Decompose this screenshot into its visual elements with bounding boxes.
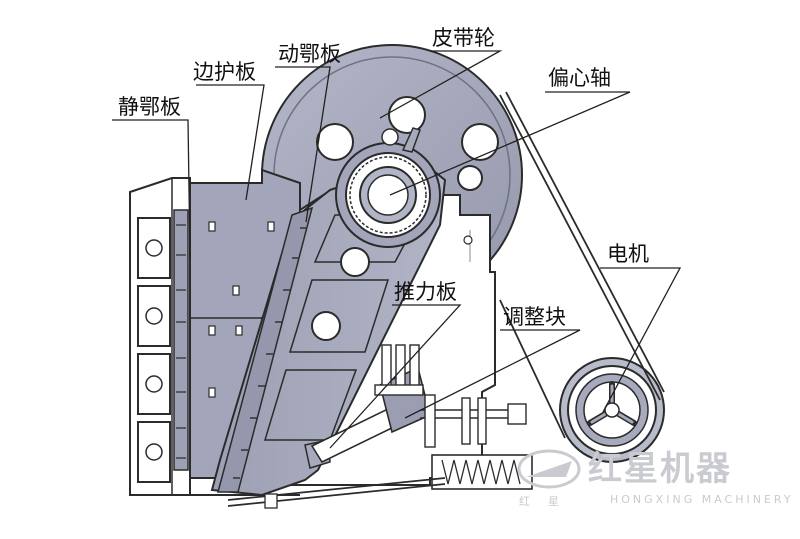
leader-lines — [112, 50, 682, 449]
pulley-hole — [457, 165, 483, 191]
label-static-jaw: 静鄂板 — [118, 95, 181, 119]
label-adjust-block: 调整块 — [503, 305, 566, 329]
label-moving-jaw: 动鄂板 — [278, 42, 341, 66]
pulley-hole — [461, 123, 499, 161]
pulley-hole — [316, 123, 354, 161]
adjustment-assembly — [227, 344, 533, 509]
watermark-brand-en: HONGXING MACHINERY — [610, 493, 794, 506]
watermark-char-2: 星 — [548, 495, 559, 508]
pulley-hole — [388, 96, 426, 134]
eccentric-shaft — [335, 127, 441, 248]
watermark-char-1: 红 — [519, 495, 530, 508]
watermark-logo-mark — [517, 449, 581, 489]
label-toggle-plate: 推力板 — [394, 280, 457, 304]
static-jaw-frame — [129, 177, 300, 496]
label-motor: 电机 — [607, 242, 649, 266]
label-side-guard: 边护板 — [193, 60, 256, 84]
label-eccentric-shaft: 偏心轴 — [548, 66, 611, 90]
motor — [559, 357, 665, 463]
v-belt — [499, 91, 665, 439]
label-pulley: 皮带轮 — [432, 26, 495, 50]
watermark-brand-cn: 红星机器 — [588, 449, 732, 489]
